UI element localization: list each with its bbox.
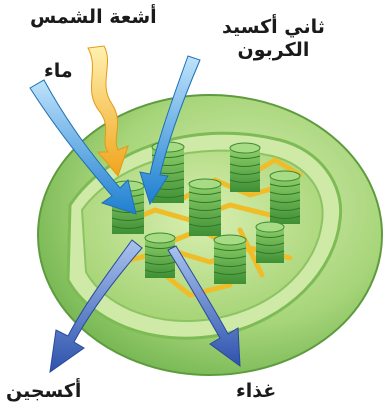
label-carbon-dioxide-line2: الكربون <box>222 39 325 62</box>
granum <box>230 143 260 192</box>
label-water: ماء <box>44 60 73 83</box>
granum <box>189 179 221 236</box>
label-carbon-dioxide-line1: ثاني أكسيد <box>222 16 325 39</box>
granum <box>256 222 284 263</box>
granum <box>270 171 300 224</box>
label-oxygen: أكسجين <box>6 380 81 403</box>
label-food: غذاء <box>236 380 276 403</box>
label-sunlight: أشعة الشمس <box>30 6 157 29</box>
granum <box>214 235 246 284</box>
label-carbon-dioxide: ثاني أكسيد الكربون <box>222 16 325 62</box>
granum <box>145 233 175 278</box>
